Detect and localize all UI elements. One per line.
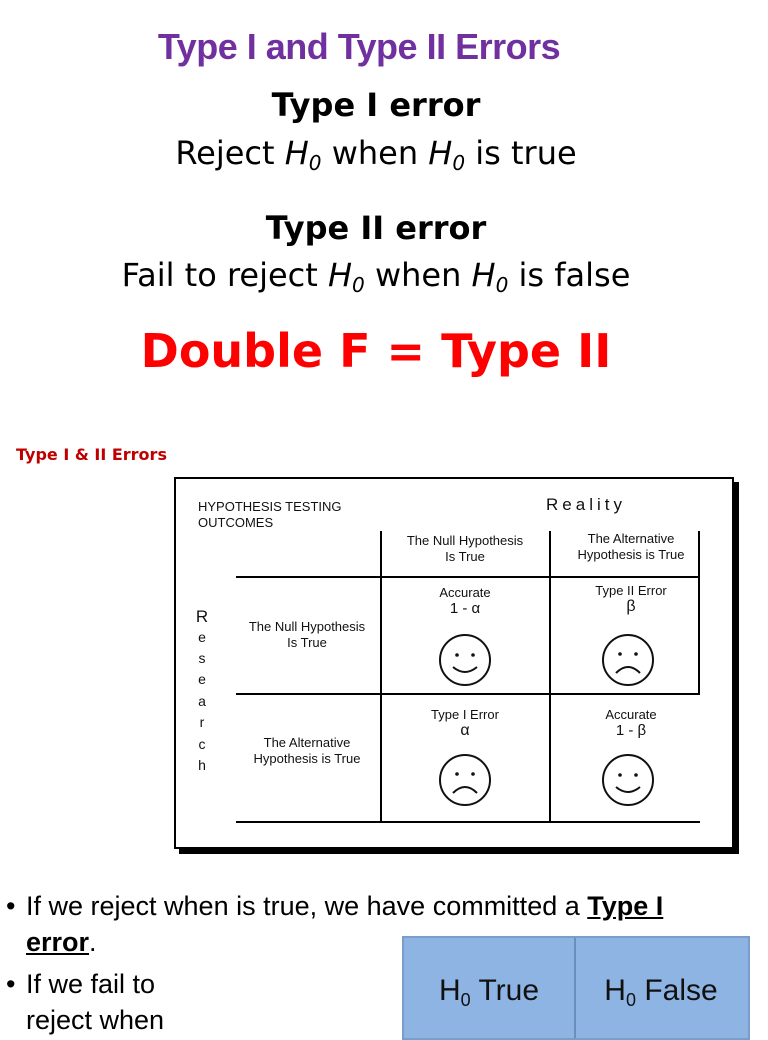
type1-word-reject: Reject <box>175 134 275 172</box>
grid-line <box>549 531 551 823</box>
frown-face-icon <box>439 754 491 806</box>
true-label: True <box>478 974 540 1007</box>
header-line: Hypothesis is True <box>253 751 361 766</box>
research-letter: c <box>198 736 206 752</box>
type2-heading: Type II error <box>265 209 487 247</box>
row-header-alternative: The Alternative Hypothesis is True <box>236 735 378 767</box>
row-header-null: The Null Hypothesis Is True <box>236 619 378 651</box>
false-label: False <box>644 974 718 1007</box>
bullet-text: . <box>89 927 97 957</box>
column-header-alternative: The Alternative Hypothesis is True <box>551 531 711 563</box>
cell-alt-null: Type II Error β <box>551 583 711 615</box>
h-symbol: H <box>604 974 626 1007</box>
header-line: Hypothesis is True <box>577 547 685 562</box>
type1-definition: Reject H0 when H0 is true <box>0 134 752 175</box>
type2-word-when: when <box>374 256 462 294</box>
header-line: Is True <box>287 635 327 650</box>
type2-word-false: is false <box>518 256 631 294</box>
h-symbol: H <box>438 974 461 1007</box>
smile-face-icon <box>439 634 491 686</box>
grid-line <box>698 531 700 695</box>
cell-label: Accurate <box>439 585 491 600</box>
cell-label: Type II Error <box>595 583 667 598</box>
grid-line <box>236 576 700 578</box>
research-letter: R <box>195 607 209 626</box>
hypothesis-subscript: 0 <box>308 151 322 175</box>
bullet-item: If we reject when is true, we have commi… <box>6 888 746 960</box>
type2-definition: Fail to reject H0 when H0 is false <box>0 256 752 297</box>
research-letter: e <box>198 629 206 645</box>
hypothesis-symbol: H <box>327 256 353 294</box>
header-line: The Alternative <box>263 735 351 750</box>
bullet-text: If we fail to <box>26 969 156 999</box>
corner-label: HYPOTHESIS TESTING OUTCOMES <box>198 499 342 531</box>
hypothesis-symbol: H <box>471 256 496 294</box>
hypothesis-subscript: 0 <box>352 273 365 297</box>
column-header-null: The Null Hypothesis Is True <box>382 533 548 565</box>
cell-value: 1 - β <box>615 722 647 739</box>
type1-word-true: is true <box>475 134 577 172</box>
grid-line <box>236 693 700 695</box>
header-line: The Null Hypothesis <box>248 619 366 634</box>
corner-line: HYPOTHESIS TESTING <box>198 499 342 514</box>
corner-line: OUTCOMES <box>198 515 274 530</box>
cell-value: β <box>626 598 636 615</box>
header-line: The Alternative <box>587 531 675 546</box>
reality-label: Reality <box>546 495 626 514</box>
research-letter: a <box>198 693 206 709</box>
research-letter: s <box>198 650 206 666</box>
mnemonic-text: Double F = Type II <box>140 324 612 378</box>
cell-value: 1 - α <box>449 600 481 617</box>
h0-true-header: H0 True <box>404 974 574 1010</box>
type2-word-fail: Fail to reject <box>121 256 318 294</box>
hypothesis-subscript: 0 <box>452 151 466 175</box>
research-letter: h <box>198 757 206 773</box>
h0-false-header: H0 False <box>576 974 746 1010</box>
hypothesis-table: H0 True H0 False <box>402 936 750 1040</box>
cell-alt-alt: Accurate 1 - β <box>551 707 711 739</box>
cell-value: α <box>460 722 470 739</box>
table-divider <box>574 938 576 1038</box>
grid-line <box>236 821 700 823</box>
header-line: The Null Hypothesis <box>406 533 524 548</box>
cell-label: Type I Error <box>431 707 499 722</box>
type1-word-when: when <box>331 134 419 172</box>
hypothesis-symbol: H <box>284 134 309 172</box>
h-subscript: 0 <box>625 990 636 1010</box>
smile-face-icon <box>602 754 654 806</box>
cell-null-null: Accurate 1 - α <box>382 585 548 617</box>
bullet-list: If we reject when is true, we have commi… <box>6 888 746 1038</box>
outcomes-diagram: HYPOTHESIS TESTING OUTCOMES Reality The … <box>174 477 734 849</box>
type1-heading: Type I error <box>271 86 481 124</box>
header-line: Is True <box>445 549 485 564</box>
bullet-emphasis: Type I <box>587 891 664 921</box>
grid-line <box>380 531 382 823</box>
cell-label: Accurate <box>605 707 657 722</box>
research-letter: e <box>198 671 206 687</box>
bullet-text: reject when <box>26 1005 165 1035</box>
hypothesis-symbol: H <box>428 134 453 172</box>
h-subscript: 0 <box>460 990 471 1010</box>
slide-title: Type I and Type II Errors <box>157 26 561 67</box>
cell-null-alt: Type I Error α <box>382 707 548 739</box>
research-letter: r <box>199 714 205 730</box>
hypothesis-subscript: 0 <box>495 273 509 297</box>
bullet-text: If we reject when is true, we have commi… <box>26 891 588 921</box>
frown-face-icon <box>602 634 654 686</box>
bullet-emphasis: error <box>26 927 90 957</box>
section-label: Type I & II Errors <box>16 445 167 464</box>
